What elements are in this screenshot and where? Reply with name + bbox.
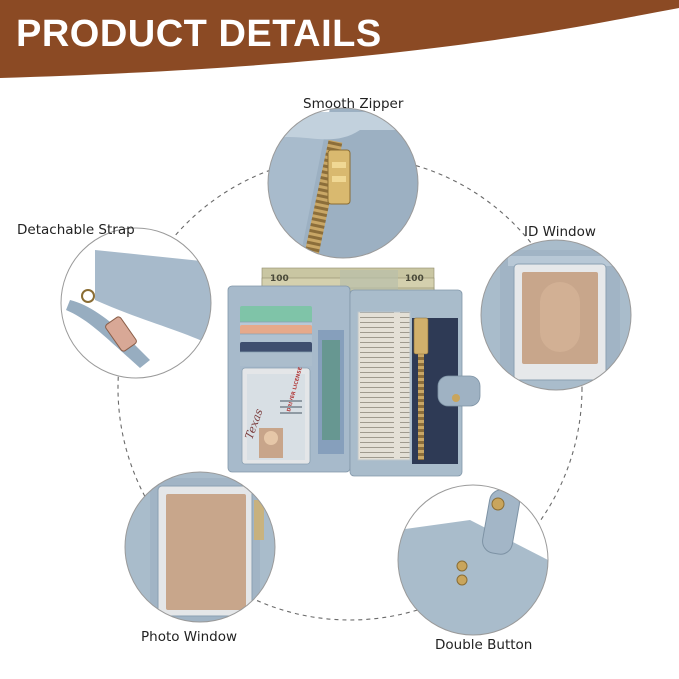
svg-text:100: 100 (405, 274, 424, 284)
feature-label-detachable-strap: Detachable Strap (17, 222, 135, 238)
feature-label-photo-window: Photo Window (141, 629, 238, 645)
feature-label-double-button: Double Button (435, 637, 533, 653)
connector-ring (117, 155, 583, 621)
snap-button-closeup (397, 484, 549, 636)
wallet-main: 100 100 100 100 Texas DRIVER LICENSE (227, 267, 481, 477)
zipper-closeup (267, 107, 419, 259)
banknote-label: 100 (270, 274, 289, 284)
photo-window-closeup (124, 471, 276, 623)
id-window-closeup (480, 239, 632, 391)
feature-label-id-window: ID Window (524, 224, 596, 240)
feature-label-smooth-zipper: Smooth Zipper (303, 96, 404, 112)
strap-closeup (60, 227, 212, 379)
page-title: PRODUCT DETAILS (16, 13, 382, 55)
header-banner (0, 0, 679, 78)
